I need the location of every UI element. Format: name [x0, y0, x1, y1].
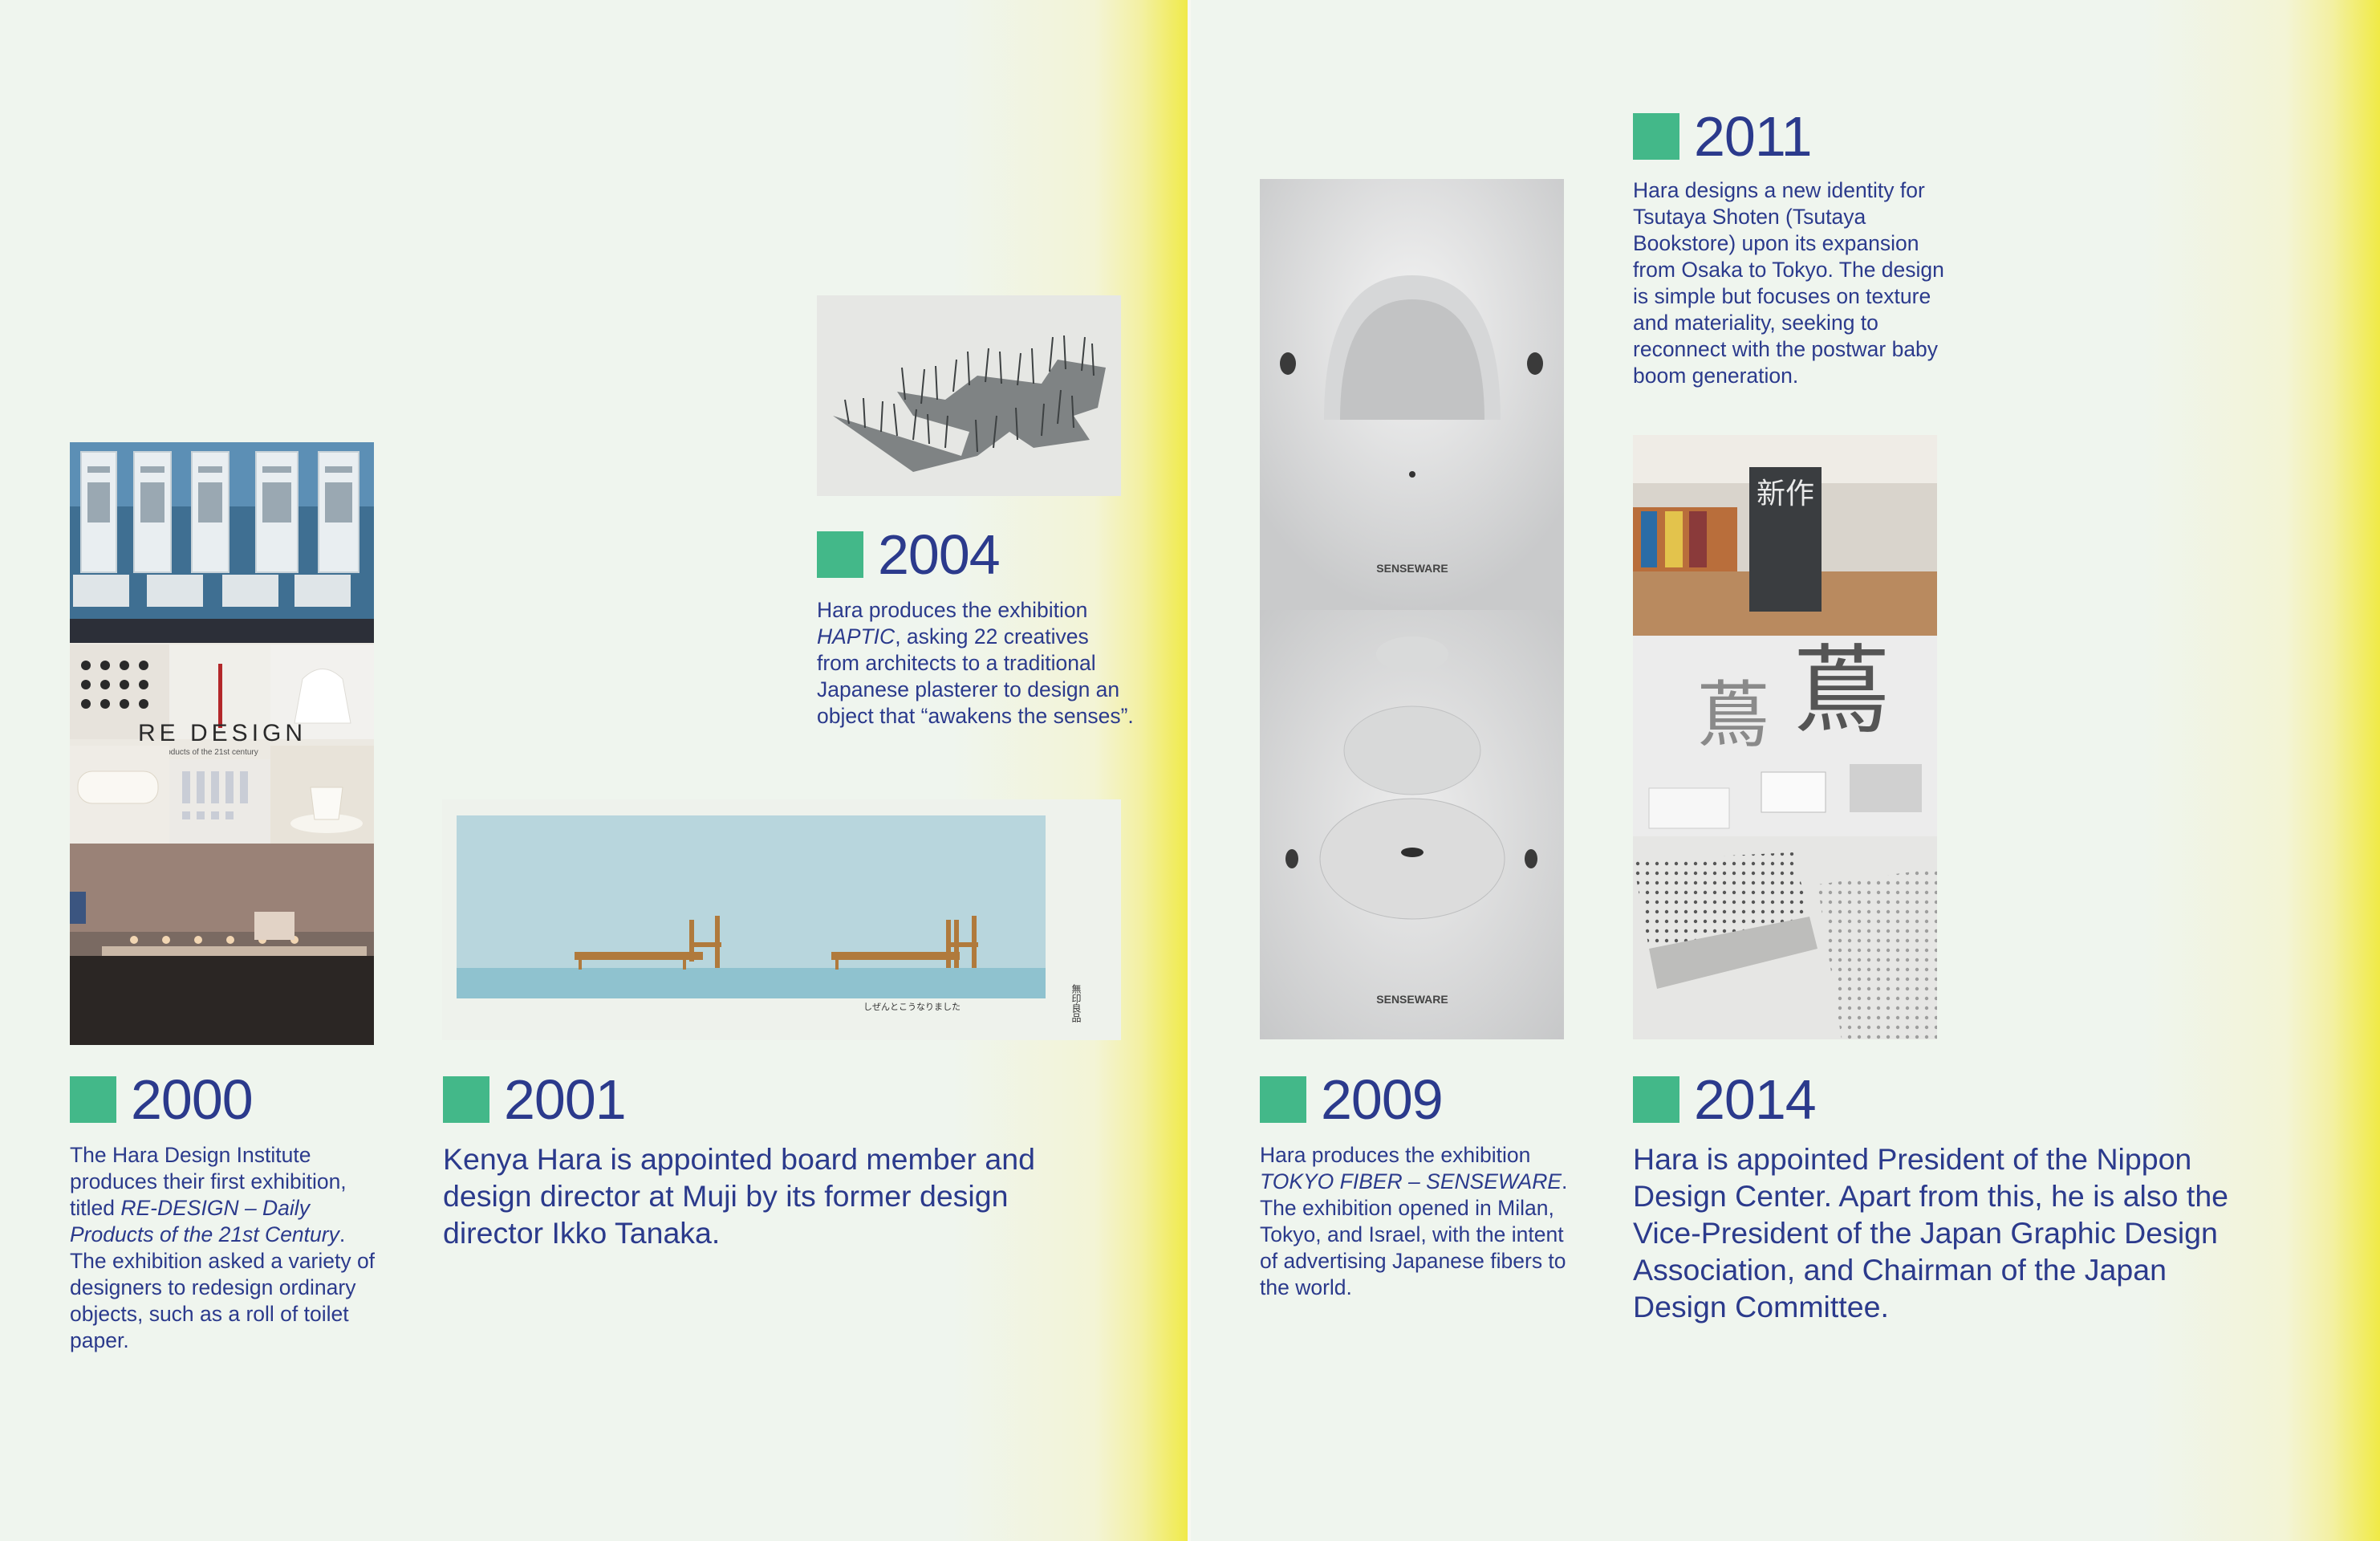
- muji-poster-image: しぜんとこうなりました 無印良品: [442, 799, 1121, 1040]
- text-part: , asking 22 creatives from architects to…: [817, 624, 1134, 728]
- senseware-bottom-label: SENSEWARE: [1376, 993, 1448, 1006]
- tsutaya-collage-graphic: 新作 蔦 蔦: [1633, 435, 1937, 1039]
- muji-caption: しぜんとこうなりました: [863, 1002, 961, 1012]
- senseware-bottom-graphic: SENSEWARE: [1260, 610, 1564, 1039]
- year-label: 2004: [878, 523, 1001, 586]
- text-part: Hara is appointed President of the Nippo…: [1633, 1142, 2229, 1323]
- text-part: The Hara Design Institute produces their…: [70, 1143, 347, 1220]
- senseware-poster-top: SENSEWARE: [1260, 179, 1564, 610]
- senseware-poster-bottom: SENSEWARE: [1260, 610, 1564, 1039]
- entry-2000: 2000 The Hara Design Institute produces …: [70, 1068, 383, 1354]
- entry-2014: 2014 Hara is appointed President of the …: [1633, 1068, 2267, 1325]
- redesign-collage-graphic: RE DESIGN daily products of the 21st cen…: [70, 442, 374, 1045]
- exhibition-title: TOKYO FIBER – SENSEWARE: [1260, 1169, 1562, 1193]
- tsutaya-logo-large: 蔦: [1793, 636, 1890, 747]
- year-heading: 2011: [1633, 105, 1950, 168]
- entry-2004: 2004 Hara produces the exhibition HAPTIC…: [817, 523, 1134, 730]
- text-part: Kenya Hara is appointed board member and…: [443, 1142, 1035, 1250]
- text-part: Hara produces the exhibition: [1260, 1143, 1531, 1167]
- haptic-object-image: [817, 295, 1121, 496]
- tsutaya-logo-small: 蔦: [1697, 673, 1769, 758]
- entry-description: Hara produces the exhibition HAPTIC, ask…: [817, 597, 1134, 730]
- entry-description: Hara designs a new identity for Tsutaya …: [1633, 177, 1950, 389]
- text-part: . The exhibition opened in Milan, Tokyo,…: [1260, 1169, 1568, 1299]
- year-heading: 2000: [70, 1068, 383, 1131]
- tsutaya-identity-collage: 新作 蔦 蔦: [1633, 435, 1937, 1039]
- redesign-exhibition-collage: RE DESIGN daily products of the 21st cen…: [70, 442, 374, 1045]
- senseware-top-graphic: SENSEWARE: [1260, 179, 1564, 610]
- exhibition-title: RE-DESIGN – Daily Products of the 21st C…: [70, 1196, 339, 1246]
- entry-2011: 2011 Hara designs a new identity for Tsu…: [1633, 105, 1950, 389]
- redesign-title: RE DESIGN: [138, 720, 307, 746]
- accent-square: [70, 1076, 116, 1123]
- muji-poster-graphic: しぜんとこうなりました 無印良品: [442, 799, 1121, 1040]
- year-label: 2011: [1694, 105, 1813, 168]
- year-label: 2014: [1694, 1068, 1817, 1131]
- redesign-subtitle: daily products of the 21st century: [140, 748, 258, 757]
- entry-description: Hara produces the exhibition TOKYO FIBER…: [1260, 1142, 1573, 1301]
- text-part: Hara designs a new identity for Tsutaya …: [1633, 178, 1944, 388]
- accent-square: [1633, 113, 1679, 160]
- haptic-graphic: [817, 295, 1121, 496]
- year-heading: 2001: [443, 1068, 1085, 1131]
- entry-description: Kenya Hara is appointed board member and…: [443, 1141, 1085, 1251]
- accent-square: [817, 531, 863, 578]
- year-label: 2009: [1321, 1068, 1444, 1131]
- book-gutter: [1188, 0, 1191, 1541]
- year-label: 2000: [131, 1068, 254, 1131]
- accent-square: [1633, 1076, 1679, 1123]
- year-heading: 2004: [817, 523, 1134, 586]
- entry-2009: 2009 Hara produces the exhibition TOKYO …: [1260, 1068, 1573, 1301]
- muji-brand-mark: 無印良品: [1070, 983, 1082, 1023]
- entry-2001: 2001 Kenya Hara is appointed board membe…: [443, 1068, 1085, 1251]
- year-heading: 2014: [1633, 1068, 2267, 1131]
- entry-description: The Hara Design Institute produces their…: [70, 1142, 383, 1354]
- senseware-top-label: SENSEWARE: [1376, 562, 1448, 575]
- year-label: 2001: [504, 1068, 627, 1131]
- tsutaya-sign-text: 新作: [1757, 478, 1814, 510]
- accent-square: [1260, 1076, 1306, 1123]
- text-part: . The exhibition asked a variety of desi…: [70, 1222, 376, 1352]
- entry-description: Hara is appointed President of the Nippo…: [1633, 1141, 2267, 1325]
- accent-square: [443, 1076, 489, 1123]
- exhibition-title: HAPTIC: [817, 624, 896, 649]
- text-part: Hara produces the exhibition: [817, 598, 1088, 622]
- year-heading: 2009: [1260, 1068, 1573, 1131]
